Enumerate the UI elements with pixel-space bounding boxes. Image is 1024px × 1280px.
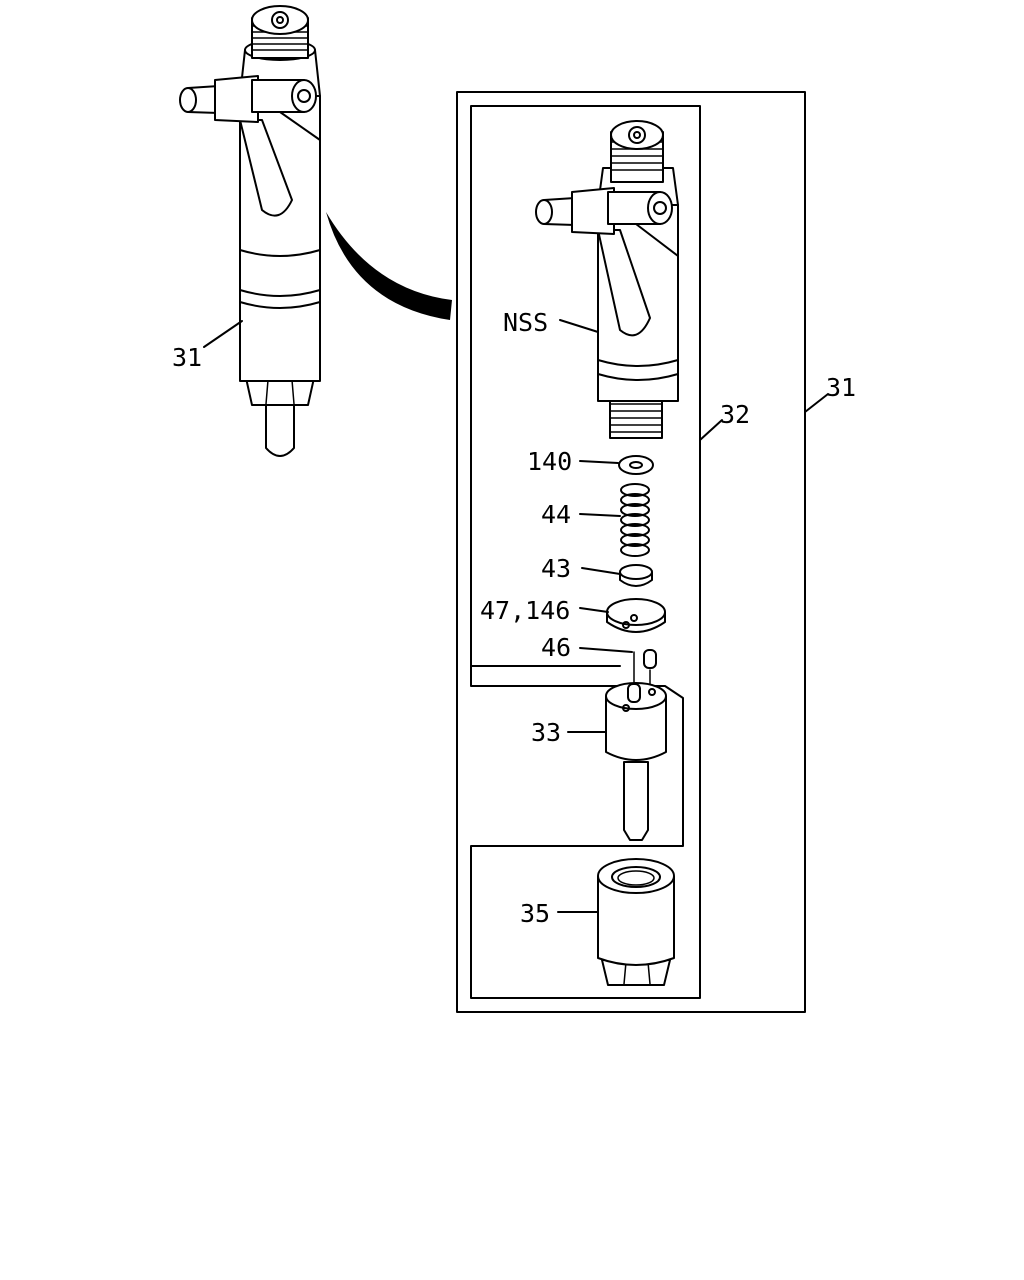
callout-46: 46 — [541, 633, 571, 662]
callout-31-right: 31 — [826, 373, 856, 402]
injector-body-illustration — [535, 120, 679, 439]
callout-44: 44 — [541, 500, 571, 529]
connector-swoosh — [326, 212, 452, 320]
leader-140 — [579, 460, 619, 464]
callout-nss: NSS — [503, 308, 548, 337]
callout-140: 140 — [527, 447, 572, 476]
nozzle-illustration — [605, 682, 667, 841]
shim-illustration — [619, 564, 653, 587]
leader-31-right — [804, 393, 829, 413]
washer-illustration — [618, 455, 654, 475]
callout-47-146: 47,146 — [480, 596, 570, 625]
callout-32: 32 — [720, 400, 750, 429]
leader-nss — [559, 319, 599, 333]
leader-47-146 — [579, 607, 609, 613]
leader-32 — [699, 419, 723, 441]
leader-43 — [581, 567, 621, 575]
callout-35: 35 — [520, 899, 550, 928]
retaining-nut-illustration — [597, 858, 675, 986]
spring-illustration — [620, 483, 650, 557]
leader-31-left — [203, 320, 243, 348]
leader-44 — [579, 513, 621, 517]
inner-frame-kit — [470, 105, 701, 999]
leader-46 — [579, 647, 633, 653]
spacer-illustration — [606, 598, 666, 633]
callout-33: 33 — [531, 718, 561, 747]
callout-31-left: 31 — [172, 343, 202, 372]
injector-assembly-illustration — [179, 5, 321, 457]
callout-43: 43 — [541, 554, 571, 583]
outer-frame — [456, 91, 806, 1013]
